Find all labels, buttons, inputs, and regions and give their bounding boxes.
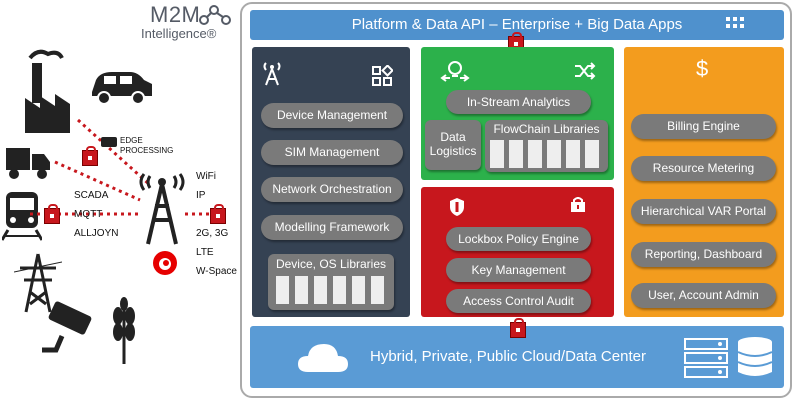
sim-management-button[interactable]: SIM Management bbox=[261, 140, 403, 165]
vodafone-logo-icon bbox=[153, 251, 177, 275]
train-icon bbox=[2, 192, 42, 241]
library-cell bbox=[528, 140, 542, 168]
network-wspace: W-Space bbox=[196, 266, 237, 277]
network-logo-icon bbox=[199, 5, 231, 25]
connector-lines bbox=[30, 118, 215, 216]
lock-icon bbox=[510, 318, 526, 338]
security-camera-icon bbox=[42, 301, 92, 353]
storage-icon bbox=[101, 137, 117, 147]
factory-icon bbox=[25, 49, 70, 133]
lock-icon bbox=[44, 204, 60, 224]
lightbulb-icon bbox=[440, 61, 470, 82]
header-bar bbox=[250, 10, 784, 40]
shuffle-icon bbox=[575, 62, 596, 80]
key-management-button[interactable]: Key Management bbox=[446, 258, 591, 282]
library-cell bbox=[333, 276, 346, 304]
billing-engine-button[interactable]: Billing Engine bbox=[631, 114, 776, 139]
network-orchestration-button[interactable]: Network Orchestration bbox=[261, 177, 403, 202]
library-cell bbox=[547, 140, 561, 168]
edge-label: EDGE PROCESSING bbox=[120, 136, 174, 155]
antenna-icon bbox=[263, 62, 281, 86]
library-cell bbox=[295, 276, 308, 304]
data-logistics-label: Data Logistics bbox=[429, 130, 477, 158]
lockbox-icon bbox=[571, 197, 585, 212]
lock-icon bbox=[82, 146, 98, 166]
network-ip: IP bbox=[196, 190, 206, 201]
dollar-icon: $ bbox=[696, 56, 709, 81]
header-title: Platform & Data API – Enterprise + Big D… bbox=[351, 16, 683, 33]
resource-metering-button[interactable]: Resource Metering bbox=[631, 156, 776, 181]
library-cell bbox=[352, 276, 365, 304]
hierarchical-var-portal-button[interactable]: Hierarchical VAR Portal bbox=[631, 199, 776, 224]
lockbox-policy-engine-button[interactable]: Lockbox Policy Engine bbox=[446, 227, 591, 251]
network-lte: LTE bbox=[196, 247, 214, 258]
shield-icon bbox=[450, 198, 464, 216]
library-cell bbox=[509, 140, 523, 168]
lock-icon bbox=[210, 204, 226, 224]
truck-icon bbox=[6, 148, 50, 179]
device-management-button[interactable]: Device Management bbox=[261, 103, 403, 128]
modelling-framework-button[interactable]: Modelling Framework bbox=[261, 215, 403, 240]
modules-icon bbox=[372, 65, 393, 86]
device-os-libraries-label: Device, OS Libraries bbox=[275, 257, 387, 271]
user-account-admin-button[interactable]: User, Account Admin bbox=[631, 283, 776, 308]
flowchain-libraries-label: FlowChain Libraries bbox=[493, 122, 600, 136]
power-tower-icon bbox=[14, 253, 62, 313]
reporting-dashboard-button[interactable]: Reporting, Dashboard bbox=[631, 242, 776, 267]
library-cell bbox=[276, 276, 289, 304]
protocol-alljoyn: ALLJOYN bbox=[74, 228, 119, 239]
radio-tower-icon bbox=[139, 173, 185, 245]
library-cell bbox=[585, 140, 599, 168]
footer-title: Hybrid, Private, Public Cloud/Data Cente… bbox=[370, 348, 646, 365]
protocol-mqtt: MQTT bbox=[74, 209, 103, 220]
wheat-icon bbox=[113, 297, 135, 364]
brand-subtitle: Intelligence® bbox=[141, 26, 217, 41]
data-logistics-box[interactable] bbox=[425, 120, 481, 170]
database-icon bbox=[737, 337, 773, 376]
brand-title: M2M bbox=[150, 2, 201, 27]
car-icon bbox=[92, 72, 152, 105]
server-icon bbox=[684, 338, 728, 378]
library-cell bbox=[566, 140, 580, 168]
library-cell bbox=[490, 140, 504, 168]
library-cell bbox=[314, 276, 327, 304]
billing-panel bbox=[624, 47, 784, 317]
in-stream-analytics-button[interactable]: In-Stream Analytics bbox=[446, 90, 591, 114]
library-cell bbox=[371, 276, 384, 304]
cloud-icon bbox=[298, 344, 348, 372]
grid-icon[interactable] bbox=[726, 17, 744, 31]
network-2g3g: 2G, 3G bbox=[196, 228, 229, 239]
network-wifi: WiFi bbox=[196, 171, 216, 182]
protocol-scada: SCADA bbox=[74, 190, 109, 201]
access-control-audit-button[interactable]: Access Control Audit bbox=[446, 289, 591, 313]
